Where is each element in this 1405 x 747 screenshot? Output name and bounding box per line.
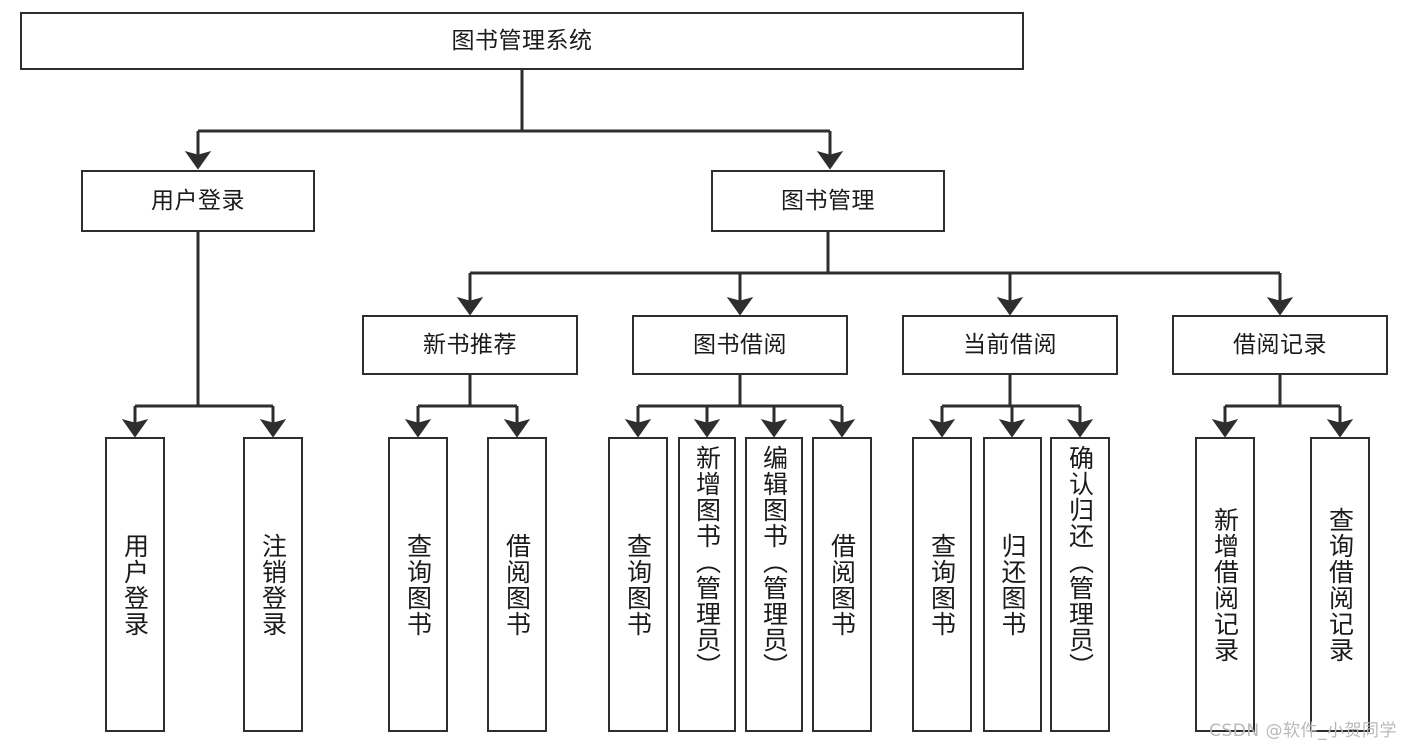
node-leaf-confirm-return-label: 确认归还（管理员）	[1065, 445, 1095, 679]
node-leaf-query-book-1[interactable]: 查询图书	[388, 437, 448, 732]
node-new-book-recommend[interactable]: 新书推荐	[362, 315, 578, 375]
node-book-manage-label: 图书管理	[781, 187, 875, 214]
node-leaf-edit-book-label: 编辑图书（管理员）	[759, 445, 789, 679]
node-leaf-add-borrow-record-label: 新增借阅记录	[1210, 506, 1240, 663]
node-leaf-add-book[interactable]: 新增图书（管理员）	[678, 437, 736, 732]
node-leaf-query-book-1-label: 查询图书	[403, 532, 433, 637]
node-leaf-query-book-2[interactable]: 查询图书	[608, 437, 668, 732]
node-root[interactable]: 图书管理系统	[20, 12, 1024, 70]
node-root-label: 图书管理系统	[451, 27, 593, 54]
node-borrow-record-label: 借阅记录	[1233, 331, 1327, 358]
node-leaf-query-borrow-record[interactable]: 查询借阅记录	[1310, 437, 1370, 732]
node-leaf-user-login[interactable]: 用户登录	[105, 437, 165, 732]
node-current-borrow[interactable]: 当前借阅	[902, 315, 1118, 375]
node-leaf-confirm-return[interactable]: 确认归还（管理员）	[1050, 437, 1110, 732]
node-leaf-add-borrow-record[interactable]: 新增借阅记录	[1195, 437, 1255, 732]
node-leaf-borrow-book-1[interactable]: 借阅图书	[487, 437, 547, 732]
node-book-borrow[interactable]: 图书借阅	[632, 315, 848, 375]
node-leaf-add-book-label: 新增图书（管理员）	[692, 445, 722, 679]
node-leaf-user-login-label: 用户登录	[120, 532, 150, 637]
node-user-login[interactable]: 用户登录	[81, 170, 315, 232]
node-leaf-query-book-3[interactable]: 查询图书	[912, 437, 972, 732]
node-leaf-query-book-2-label: 查询图书	[623, 532, 653, 637]
node-leaf-logout[interactable]: 注销登录	[243, 437, 303, 732]
csdn-watermark: CSDN @软件_小贺同学	[1209, 721, 1397, 741]
node-leaf-query-borrow-record-label: 查询借阅记录	[1325, 506, 1355, 663]
node-book-borrow-label: 图书借阅	[693, 331, 787, 358]
node-leaf-return-book[interactable]: 归还图书	[983, 437, 1042, 732]
node-leaf-borrow-book-2[interactable]: 借阅图书	[812, 437, 872, 732]
node-leaf-borrow-book-2-label: 借阅图书	[827, 532, 857, 637]
node-current-borrow-label: 当前借阅	[963, 331, 1057, 358]
node-leaf-query-book-3-label: 查询图书	[927, 532, 957, 637]
node-leaf-return-book-label: 归还图书	[998, 532, 1027, 637]
node-leaf-borrow-book-1-label: 借阅图书	[502, 532, 532, 637]
node-user-login-label: 用户登录	[151, 187, 245, 214]
node-borrow-record[interactable]: 借阅记录	[1172, 315, 1388, 375]
node-book-manage[interactable]: 图书管理	[711, 170, 945, 232]
node-leaf-logout-label: 注销登录	[258, 532, 288, 637]
node-leaf-edit-book[interactable]: 编辑图书（管理员）	[745, 437, 803, 732]
node-new-book-recommend-label: 新书推荐	[423, 331, 517, 358]
